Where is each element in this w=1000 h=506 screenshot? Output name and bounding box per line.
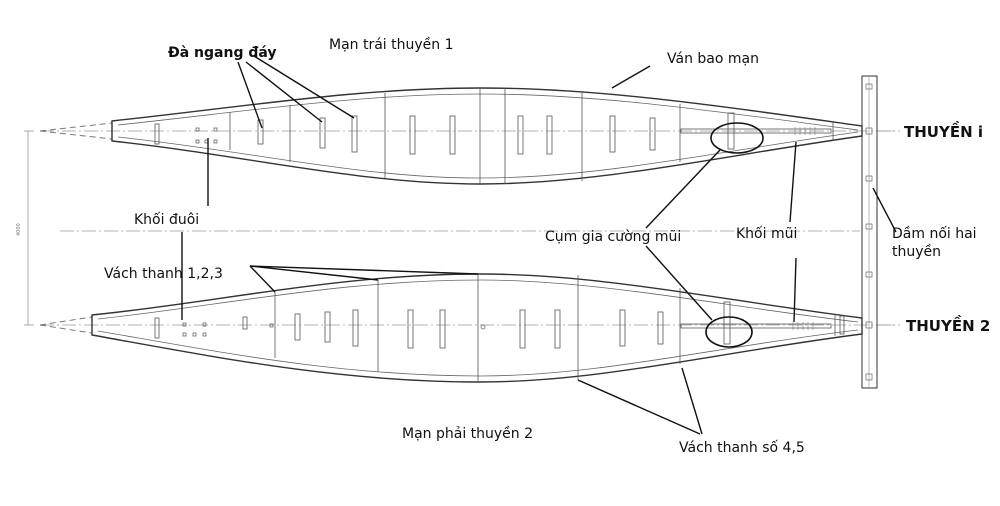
tiny-annotations: 4000 bbox=[16, 223, 22, 236]
label-dam-noi-line-1: Dầm nối hai bbox=[892, 226, 977, 242]
label-van-bao-man: Ván bao mạn bbox=[667, 51, 759, 67]
leader-lines bbox=[181, 55, 897, 435]
hull-2 bbox=[39, 273, 863, 383]
label-khoi-mui: Khối mũi bbox=[736, 226, 798, 242]
label-dam-noi-line-2: thuyền bbox=[892, 244, 942, 260]
label-khoi-duoi: Khối đuôi bbox=[134, 212, 200, 228]
svg-text:4000: 4000 bbox=[16, 223, 22, 236]
label-vach-thanh-123: Vách thanh 1,2,3 bbox=[104, 266, 223, 282]
label-da-ngang-day: Đà ngang đáy bbox=[168, 45, 277, 61]
label-man-phai-thuyen-2: Mạn phải thuyền 2 bbox=[402, 426, 534, 442]
hull-1 bbox=[39, 87, 863, 185]
label-man-trai-thuyen-1: Mạn trái thuyền 1 bbox=[329, 37, 454, 53]
label-vach-thanh-so-45: Vách thanh số 4,5 bbox=[679, 440, 805, 456]
dimension-line bbox=[24, 130, 34, 326]
label-cum-gia-cuong-mui: Cụm gia cường mũi bbox=[545, 229, 682, 245]
connecting-beam bbox=[861, 75, 895, 389]
label-thuyen-2: THUYỀN 2 bbox=[906, 317, 991, 335]
label-thuyen-1: THUYỀN i bbox=[904, 123, 983, 141]
